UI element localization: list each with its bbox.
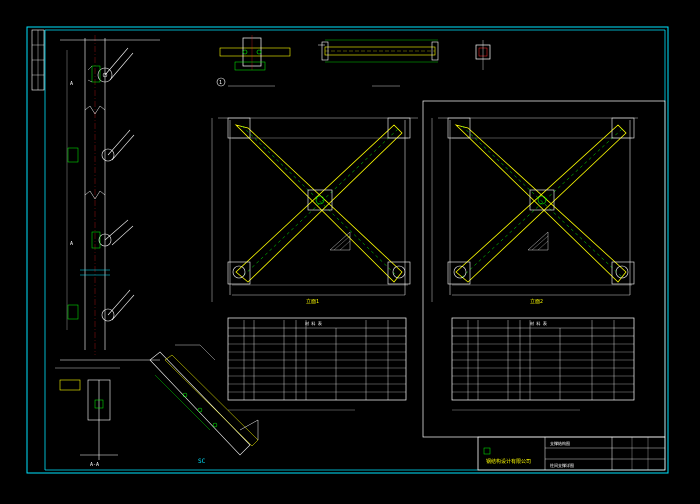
node-2 [67, 129, 135, 163]
section-aa-title: A-A [90, 462, 99, 468]
tie-member-top [318, 39, 439, 87]
section-label-a-lower: A [70, 241, 73, 247]
outer-frame [26, 26, 669, 474]
material-table-left: 材 料 表 [227, 317, 407, 411]
detail-sc: SC [149, 344, 259, 465]
x-brace-view-right: 立面2 [431, 117, 638, 305]
material-table-right: 材 料 表 [451, 317, 635, 411]
company-name: 钢结构设计有限公司 [486, 458, 531, 465]
detail-1: 1 [216, 35, 291, 87]
x-brace-view-left: 立面1 [211, 117, 418, 305]
left-view-title: 立面1 [306, 298, 319, 305]
section-aa-detail: A-A [55, 367, 120, 468]
right-table-title: 材 料 表 [530, 320, 547, 326]
small-section-detail [475, 40, 491, 70]
section-label-a: A [70, 81, 73, 87]
detail-sc-label: SC [198, 458, 206, 465]
left-table-title: 材 料 表 [305, 320, 322, 326]
column-elevation: A A [60, 35, 160, 361]
node-4 [67, 289, 135, 322]
node-3 [91, 219, 134, 249]
project-name: 支撑结构图 [550, 440, 570, 446]
node-1 [87, 47, 134, 83]
title-block: 钢结构设计有限公司 支撑结构图 柱间支撑详图 [477, 436, 666, 471]
right-view-title: 立面2 [530, 298, 543, 305]
drawing-name: 柱间支撑详图 [550, 462, 574, 468]
detail-1-label: 1 [219, 80, 222, 86]
